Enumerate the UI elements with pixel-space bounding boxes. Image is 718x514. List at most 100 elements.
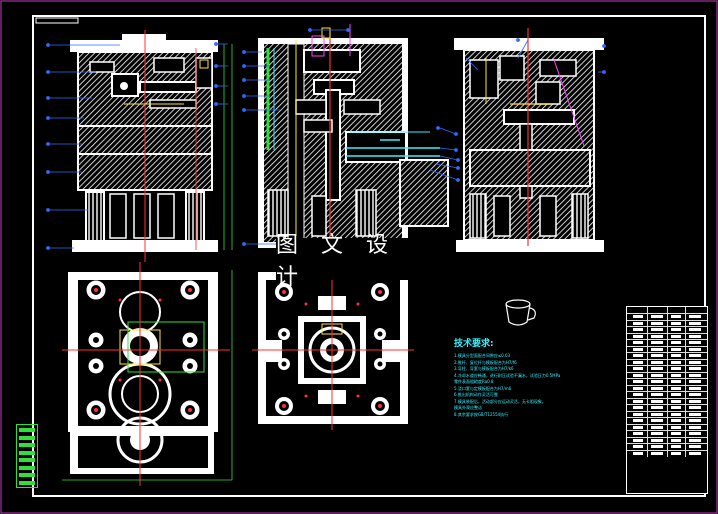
title-block-cell: [671, 419, 681, 422]
title-block-cell: [671, 406, 681, 409]
title-block-cell: [689, 360, 701, 364]
title-block-cell: [633, 347, 643, 351]
title-block-cell: [671, 373, 681, 377]
title-block-cell: [633, 328, 643, 331]
title-block-cell: [633, 354, 643, 357]
plan-view-middle: [252, 264, 414, 430]
legend-cell: [19, 443, 35, 447]
title-block-cell: [671, 334, 681, 338]
legend-cell: [19, 450, 35, 455]
title-block-cell: [689, 321, 701, 325]
requirement-line: 模具外观应整洁: [454, 405, 482, 410]
title-block-cell: [671, 399, 681, 403]
legend-cell: [19, 465, 35, 470]
title-block: [626, 306, 708, 494]
section-view-left: [70, 30, 233, 262]
title-block-cell: [651, 334, 663, 338]
title-block-cell: [651, 412, 663, 416]
title-block-cell: [671, 445, 681, 448]
title-block-cell: [633, 393, 643, 396]
title-block-cell: [689, 393, 701, 396]
title-block-cell: [651, 438, 663, 442]
legend-cell: [19, 428, 35, 432]
requirement-line: 1.模具分型面配合间隙应≤0.03: [454, 353, 511, 358]
plan-view-left: [62, 262, 233, 486]
title-block-cell: [651, 380, 663, 383]
technical-requirements: 技术要求: 1.模具分型面配合间隙应≤0.03 2.推杆、复位杆与模板配合为H7…: [454, 336, 624, 418]
title-block-cell: [689, 341, 701, 344]
title-block-cell: [651, 360, 663, 364]
title-block-cell: [651, 315, 663, 318]
title-block-cell: [651, 373, 663, 377]
title-block-cell: [671, 341, 681, 344]
requirement-line: 5.浇口套与定模板配合为H7/m6: [454, 385, 512, 391]
title-block-cell: [689, 399, 701, 403]
title-block-cell: [633, 419, 643, 422]
title-block-cell: [671, 432, 681, 435]
title-block-cell: [671, 347, 681, 351]
title-block-cell: [651, 321, 663, 325]
title-block-cell: [689, 315, 701, 318]
title-block-cell: [633, 445, 643, 448]
title-block-cell: [633, 425, 643, 429]
title-block-cell: [651, 406, 663, 409]
title-block-cell: [633, 451, 643, 455]
title-block-cell: [633, 315, 643, 318]
title-block-cell: [633, 367, 643, 370]
title-block-cell: [689, 451, 701, 455]
legend-cell: [19, 435, 35, 440]
requirement-line: 4.冷却水道应畅通，进行耐压试验不漏水，试验压力0.5MPa: [454, 372, 561, 378]
title-block-cell: [671, 393, 681, 396]
title-block-cell: [633, 438, 643, 442]
requirement-line: 零件表面粗糙度Ra0.8: [454, 379, 494, 384]
title-block-cell: [651, 354, 663, 357]
title-block-cell: [689, 347, 701, 351]
title-block-column: [667, 307, 668, 457]
title-block-cell: [633, 334, 643, 338]
watermark-banner: 图 文 设 计: [276, 233, 436, 290]
title-block-cell: [671, 412, 681, 416]
title-block-cell: [689, 406, 701, 409]
title-block-cell: [689, 367, 701, 370]
title-block-cell: [651, 445, 663, 448]
legend-cell: [19, 458, 35, 462]
leaders-left: [46, 42, 228, 250]
title-block-cell: [633, 386, 643, 390]
title-block-cell: [651, 451, 663, 455]
title-block-cell: [651, 425, 663, 429]
title-block-cell: [633, 412, 643, 416]
title-block-cell: [671, 425, 681, 429]
title-block-cell: [671, 315, 681, 318]
title-block-cell: [633, 373, 643, 377]
legend-cell: [19, 480, 35, 485]
title-block-cell: [633, 321, 643, 325]
title-block-cell: [633, 380, 643, 383]
title-block-cell: [651, 399, 663, 403]
title-block-cell: [633, 360, 643, 364]
leaders-right: [465, 38, 606, 74]
title-block-cell: [651, 386, 663, 390]
title-block-cell: [671, 438, 681, 442]
title-block-cell: [633, 399, 643, 403]
title-block-cell: [633, 341, 643, 344]
title-block-column: [685, 307, 686, 457]
title-block-cell: [671, 360, 681, 364]
title-block-cell: [651, 347, 663, 351]
title-block-cell: [689, 354, 701, 357]
title-block-column: [647, 307, 648, 457]
title-block-cell: [689, 380, 701, 383]
title-block-cell: [671, 328, 681, 331]
title-block-cell: [689, 334, 701, 338]
title-block-cell: [651, 341, 663, 344]
requirement-line: 2.推杆、复位杆与模板配合为H7/f6: [454, 359, 517, 365]
title-block-cell: [671, 321, 681, 325]
title-block-cell: [671, 367, 681, 370]
title-block-cell: [689, 438, 701, 442]
title-block-cell: [671, 380, 681, 383]
title-block-cell: [651, 367, 663, 370]
title-block-cell: [671, 451, 681, 455]
title-block-cell: [689, 412, 701, 416]
requirement-line: 8.其余要求按GB/T12554执行: [454, 411, 509, 417]
